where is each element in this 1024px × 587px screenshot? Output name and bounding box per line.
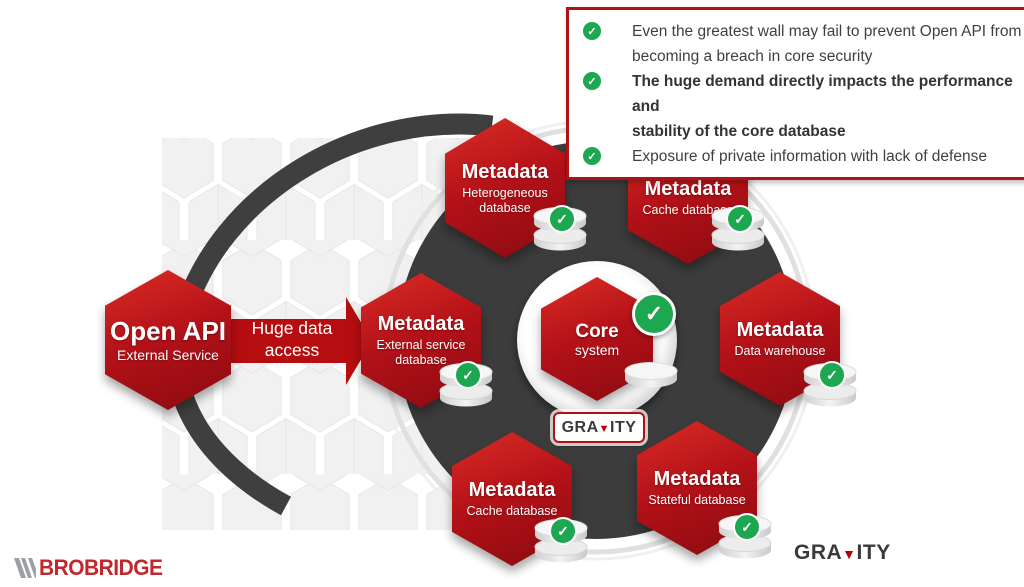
database-cylinder xyxy=(624,362,678,388)
data-warehouse-database-icon: ✓ xyxy=(799,360,861,415)
callout-item: ✓ Even the greatest wall may fail to pre… xyxy=(581,19,1024,69)
huge-data-arrow xyxy=(225,297,372,385)
brobridge-logo-text: BROBRIDGE xyxy=(39,555,163,580)
arrow-label-line1: Huge data xyxy=(251,318,333,338)
callout-line: stability of the core database xyxy=(632,123,846,140)
gravity-logo-text: ITY xyxy=(610,418,637,436)
check-icon: ✓ xyxy=(549,517,577,545)
node-title: Metadata xyxy=(736,319,824,341)
open-api-subtitle: External Service xyxy=(117,347,219,363)
check-icon: ✓ xyxy=(583,147,601,165)
core-subtitle: system xyxy=(574,341,620,358)
gravity-logo-text: ITY xyxy=(856,541,891,564)
arrow-label-line2: access xyxy=(264,340,320,360)
open-api-title: Open API xyxy=(109,316,227,346)
stateful-database-icon: ✓ xyxy=(714,512,776,567)
check-icon: ✓ xyxy=(818,361,846,389)
callout-line: Exposure of private information with lac… xyxy=(632,148,987,165)
gravity-footer-logo: GRA▼ITY xyxy=(794,541,891,565)
check-glyph: ✓ xyxy=(587,150,597,163)
node-title: Metadata xyxy=(653,468,741,490)
security-risks-callout: ✓ Even the greatest wall may fail to pre… xyxy=(566,7,1024,180)
node-title: Metadata xyxy=(377,313,465,335)
callout-line: The huge demand directly impacts the per… xyxy=(632,73,1013,115)
callout-text: Exposure of private information with lac… xyxy=(632,144,987,169)
check-icon: ✓ xyxy=(726,205,754,233)
check-glyph: ✓ xyxy=(587,75,597,88)
check-glyph: ✓ xyxy=(462,366,474,383)
heterogeneous-database-icon: ✓ xyxy=(529,204,591,259)
check-glyph: ✓ xyxy=(734,210,746,227)
node-subtitle: Heterogeneous database xyxy=(462,185,548,215)
gravity-logo: GRA▼ITY xyxy=(562,419,637,437)
check-icon: ✓ xyxy=(583,72,601,90)
node-subtitle: Cache database xyxy=(642,202,734,217)
check-glyph: ✓ xyxy=(557,522,569,539)
brobridge-logo: BROBRIDGE xyxy=(12,555,169,581)
node-subtitle: External service database xyxy=(376,338,466,367)
gravity-triangle-icon: ▼ xyxy=(842,546,857,562)
core-check-icon: ✓ xyxy=(632,292,676,336)
metadata-heterogeneous-hexagon: Metadata Heterogeneous database xyxy=(445,118,565,258)
callout-line: Even the greatest wall may fail to preve… xyxy=(632,23,1022,40)
gravity-logo-text: GRA xyxy=(794,541,843,564)
gravity-badge: GRA▼ITY xyxy=(553,412,645,443)
check-icon: ✓ xyxy=(548,205,576,233)
callout-item: ✓ The huge demand directly impacts the p… xyxy=(581,69,1024,144)
core-database-icon xyxy=(620,360,682,395)
callout-text: The huge demand directly impacts the per… xyxy=(632,69,1024,144)
check-glyph: ✓ xyxy=(587,25,597,38)
core-title: Core xyxy=(575,320,619,342)
check-glyph: ✓ xyxy=(826,366,838,383)
node-title: Metadata xyxy=(644,177,732,200)
open-api-hexagon-body: Open API External Service xyxy=(105,270,231,410)
check-glyph: ✓ xyxy=(741,518,753,535)
cache-bottom-database-icon: ✓ xyxy=(530,516,592,571)
gravity-logo: GRA▼ITY xyxy=(794,541,891,565)
node-subtitle: Cache database xyxy=(466,504,558,518)
brobridge-stripes-icon xyxy=(14,558,36,578)
node-subtitle: Data warehouse xyxy=(734,344,826,358)
callout-text: Even the greatest wall may fail to preve… xyxy=(632,19,1021,69)
check-icon: ✓ xyxy=(454,361,482,389)
arrow-label: Huge data access xyxy=(231,317,353,361)
gravity-triangle-icon: ▼ xyxy=(598,422,611,435)
check-icon: ✓ xyxy=(733,513,761,541)
check-glyph: ✓ xyxy=(644,301,664,326)
node-subtitle: Stateful database xyxy=(648,493,746,507)
callout-line: becoming a breach in core security xyxy=(632,48,873,65)
external-service-database-icon: ✓ xyxy=(435,360,497,415)
check-glyph: ✓ xyxy=(556,210,568,227)
cache-top-database-icon: ✓ xyxy=(707,204,769,259)
check-icon: ✓ xyxy=(583,22,601,40)
callout-item: ✓ Exposure of private information with l… xyxy=(581,144,1024,169)
gravity-logo-text: GRA xyxy=(561,418,599,436)
node-title: Metadata xyxy=(461,160,549,183)
open-api-hexagon: Open API External Service xyxy=(105,270,231,410)
node-title: Metadata xyxy=(468,479,556,501)
